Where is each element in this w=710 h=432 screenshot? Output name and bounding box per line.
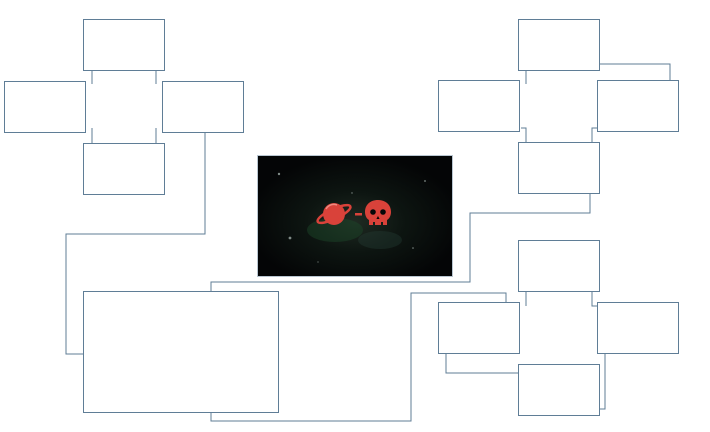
connector-tl-to-large-box xyxy=(65,132,206,355)
node-br-left[interactable] xyxy=(438,302,520,354)
skull-icon xyxy=(365,200,391,225)
connector-large-box-to-br xyxy=(210,292,507,422)
node-tl-top[interactable] xyxy=(83,19,165,71)
connector-tr-bottom-right xyxy=(591,127,598,143)
large-empty-box[interactable] xyxy=(83,291,279,413)
image-frame xyxy=(257,155,453,277)
connector-tr-to-image xyxy=(210,193,591,292)
node-tl-left[interactable] xyxy=(4,81,86,133)
cluster-top-right xyxy=(438,19,679,194)
node-tl-bottom[interactable] xyxy=(83,143,165,195)
connector-br-top-right xyxy=(591,291,598,307)
cluster-bottom-right xyxy=(438,240,679,416)
connectors xyxy=(65,63,671,422)
dash-icon xyxy=(355,213,362,216)
connector-tr-top-right xyxy=(600,63,671,82)
node-br-top[interactable] xyxy=(518,240,600,292)
node-tr-left[interactable] xyxy=(438,80,520,132)
node-tl-right[interactable] xyxy=(162,81,244,133)
cluster-top-left xyxy=(4,19,244,195)
node-tr-right[interactable] xyxy=(597,80,679,132)
node-tr-top[interactable] xyxy=(518,19,600,71)
planet-icon xyxy=(316,203,352,225)
node-br-bottom[interactable] xyxy=(518,364,600,416)
node-tr-bottom[interactable] xyxy=(518,142,600,194)
center-image[interactable] xyxy=(257,155,453,277)
star-field xyxy=(277,172,426,263)
node-br-right[interactable] xyxy=(597,302,679,354)
connector-br-right-bottom-a xyxy=(600,353,606,410)
connector-br-left-bottom xyxy=(445,353,519,374)
connector-tr-bottom-left xyxy=(521,127,527,143)
